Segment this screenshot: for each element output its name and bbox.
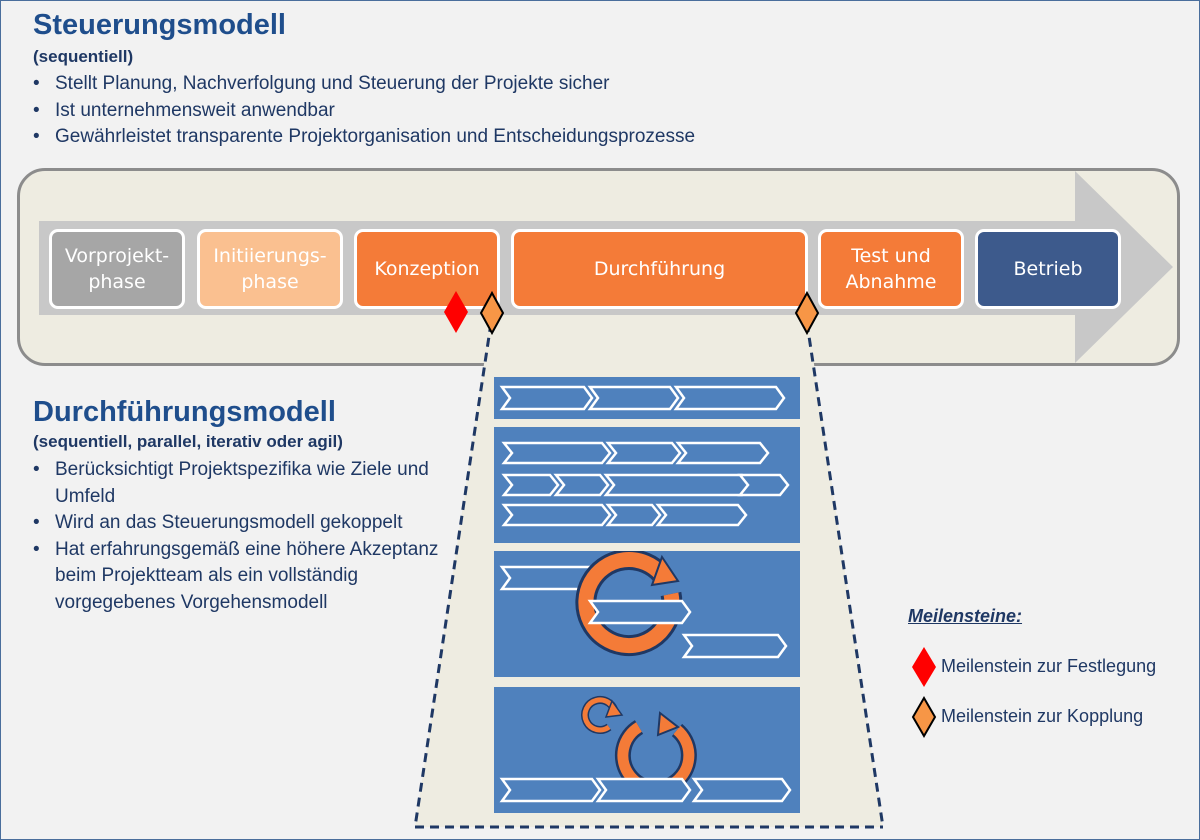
chevron-arrow-icon — [501, 441, 612, 465]
phase-label: Durchführung — [593, 258, 726, 280]
phase-vorprojekt: Vorprojekt- phase — [49, 229, 185, 309]
steuerungsmodell-subtitle: (sequentiell) — [33, 47, 134, 66]
bullet-item: Stellt Planung, Nachverfolgung und Steue… — [29, 71, 929, 98]
dashed-connector-right — [805, 322, 885, 828]
chevron-arrow-icon — [587, 385, 680, 411]
small-cycle-arrow-icon — [581, 695, 624, 734]
bullet-item: Berücksichtigt Projektspezifika wie Ziel… — [29, 457, 457, 510]
red-diamond-icon — [912, 647, 936, 687]
phase-durchfuehrung: Durchführung — [511, 229, 808, 309]
chevron-arrow-icon — [595, 777, 692, 803]
steuerungsmodell-title: Steuerungsmodell — [33, 9, 286, 41]
chevron-arrow-icon — [587, 599, 692, 625]
phase-initiierung: Initiierungs- phase — [197, 229, 343, 309]
chevron-arrow-icon — [675, 441, 770, 465]
orange-diamond-icon — [911, 696, 937, 738]
bullet-item: Gewährleistet transparente Projektorgani… — [29, 124, 929, 151]
orange-diamond-icon — [794, 290, 820, 336]
phase-label: Vorprojekt- phase — [64, 245, 170, 293]
dashed-connector-left — [413, 322, 493, 828]
chevron-arrow-icon — [655, 503, 748, 527]
phase-label: Betrieb — [1013, 258, 1083, 280]
orange-diamond-icon — [479, 290, 505, 336]
chevron-arrow-icon — [603, 473, 752, 497]
phase-betrieb: Betrieb — [975, 229, 1121, 309]
phase-label: Initiierungs- phase — [213, 245, 327, 293]
cycle-arrow-icon — [614, 711, 697, 797]
bullet-item: Hat erfahrungsgemäß eine höhere Akzeptan… — [29, 537, 457, 617]
chevron-arrow-icon — [605, 503, 662, 527]
phase-label: Konzeption — [374, 258, 480, 280]
chevron-arrow-icon — [499, 777, 602, 803]
phase-label: Test und Abnahme — [845, 245, 937, 293]
chevron-arrow-icon — [553, 473, 610, 497]
iterative-model-panel — [494, 549, 800, 677]
red-diamond-icon — [444, 291, 468, 333]
legend-title: Meilensteine: — [908, 606, 1023, 626]
bullet-item: Wird an das Steuerungsmodell gekoppelt — [29, 510, 457, 537]
parallel-model-panel — [494, 427, 800, 543]
durchfuehrungsmodell-subtitle: (sequentiell, parallel, iterativ oder ag… — [33, 432, 343, 451]
chevron-arrow-icon — [501, 503, 612, 527]
durchfuehrungsmodell-bullets: Berücksichtigt Projektspezifika wie Ziel… — [29, 457, 457, 616]
chevron-arrow-icon — [691, 777, 792, 803]
steuerungsmodell-bullets: Stellt Planung, Nachverfolgung und Steue… — [29, 71, 929, 151]
chevron-arrow-icon — [501, 473, 560, 497]
phase-test-abnahme: Test und Abnahme — [818, 229, 964, 309]
chevron-arrow-icon — [499, 385, 594, 411]
legend-label-festlegung: Meilenstein zur Festlegung — [941, 656, 1157, 676]
chevron-arrow-icon — [605, 441, 682, 465]
sequential-model-panel — [494, 377, 800, 419]
chevron-arrow-icon — [681, 633, 788, 659]
chevron-arrow-icon — [737, 473, 790, 497]
bullet-item: Ist unternehmensweit anwendbar — [29, 98, 929, 125]
chevron-arrow-icon — [673, 385, 786, 411]
phase-konzeption: Konzeption — [354, 229, 500, 309]
legend-label-kopplung: Meilenstein zur Kopplung — [941, 706, 1144, 726]
agile-model-panel — [494, 687, 800, 813]
durchfuehrungsmodell-title: Durchführungsmodell — [33, 396, 336, 428]
